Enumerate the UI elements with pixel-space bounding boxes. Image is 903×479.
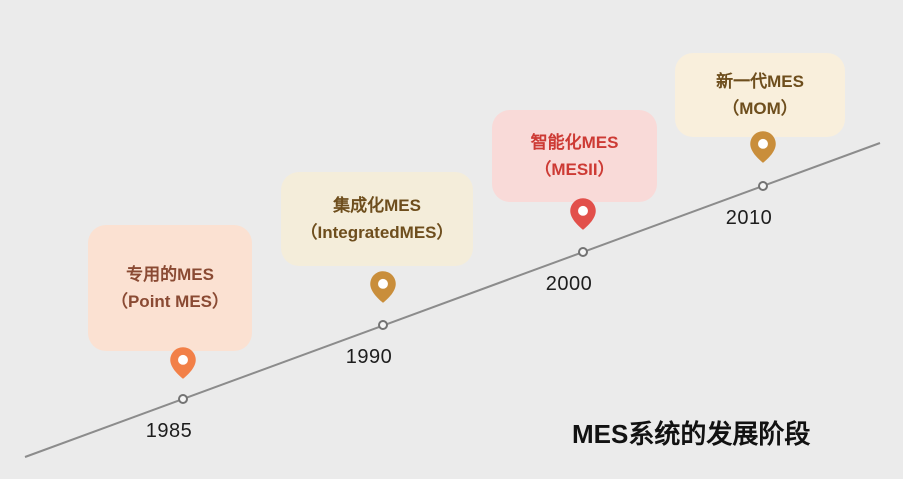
timeline-dot <box>758 181 768 191</box>
milestone-card-2010: 新一代MES （MOM） <box>675 53 845 137</box>
location-pin-icon <box>570 198 596 230</box>
milestone-title: 专用的MES <box>126 264 214 284</box>
milestone-title: 智能化MES <box>530 132 619 152</box>
location-pin-icon <box>170 347 196 379</box>
location-pin-icon <box>370 271 396 303</box>
year-label: 2000 <box>545 273 593 295</box>
year-label: 1985 <box>145 420 193 442</box>
year-label: 2010 <box>725 207 773 229</box>
timeline-dot <box>378 320 388 330</box>
milestone-subtitle: （Point MES） <box>110 292 230 311</box>
year-label: 1990 <box>345 346 393 368</box>
timeline-line-path <box>24 142 881 458</box>
timeline-dot <box>178 394 188 404</box>
milestone-subtitle: （MOM） <box>722 99 798 118</box>
milestone-subtitle: （IntegratedMES） <box>300 223 454 242</box>
timeline-dot <box>578 247 588 257</box>
milestone-card-2000: 智能化MES （MESII） <box>492 110 657 202</box>
milestone-title: 集成化MES <box>333 195 421 215</box>
pin-hole <box>578 205 588 216</box>
page-title: MES系统的发展阶段 <box>572 419 811 449</box>
pin-hole <box>378 278 388 289</box>
pin-hole <box>178 354 188 365</box>
milestone-card-1990: 集成化MES （IntegratedMES） <box>281 172 473 266</box>
milestone-card-1985: 专用的MES （Point MES） <box>88 225 252 351</box>
pin-hole <box>758 138 768 149</box>
milestone-subtitle: （MESII） <box>534 160 615 179</box>
milestone-title: 新一代MES <box>716 71 804 91</box>
location-pin-icon <box>750 131 776 163</box>
